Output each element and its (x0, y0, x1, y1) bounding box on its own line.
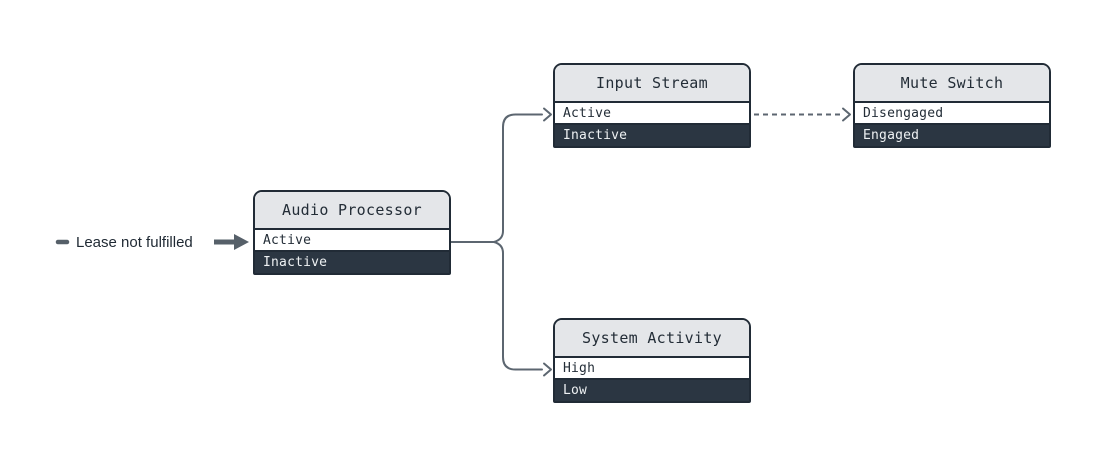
node-system-activity[interactable]: System Activity High Low (553, 318, 751, 403)
state-row-mute-engaged[interactable]: Engaged (855, 125, 1049, 146)
arrowhead-mute-icon (842, 107, 851, 122)
arrowhead-system-icon (543, 362, 552, 377)
node-title-audio-processor: Audio Processor (255, 192, 449, 230)
arrowhead-input-icon (543, 107, 552, 122)
edge-audio-to-input (450, 113, 543, 243)
node-title-input-stream: Input Stream (555, 65, 749, 103)
node-title-system-activity: System Activity (555, 320, 749, 358)
state-row-system-low[interactable]: Low (555, 380, 749, 401)
state-row-input-inactive[interactable]: Inactive (555, 125, 749, 146)
node-input-stream[interactable]: Input Stream Active Inactive (553, 63, 751, 148)
annotation-arrow-icon (214, 234, 249, 250)
node-mute-switch[interactable]: Mute Switch Disengaged Engaged (853, 63, 1051, 148)
edge-audio-to-system (450, 241, 543, 371)
state-row-mute-disengaged[interactable]: Disengaged (855, 103, 1049, 125)
state-row-system-high[interactable]: High (555, 358, 749, 380)
node-title-mute-switch: Mute Switch (855, 65, 1049, 103)
node-audio-processor[interactable]: Audio Processor Active Inactive (253, 190, 451, 275)
annotation-label: Lease not fulfilled (76, 234, 193, 251)
state-row-audio-inactive[interactable]: Inactive (255, 252, 449, 273)
state-row-input-active[interactable]: Active (555, 103, 749, 125)
state-row-audio-active[interactable]: Active (255, 230, 449, 252)
